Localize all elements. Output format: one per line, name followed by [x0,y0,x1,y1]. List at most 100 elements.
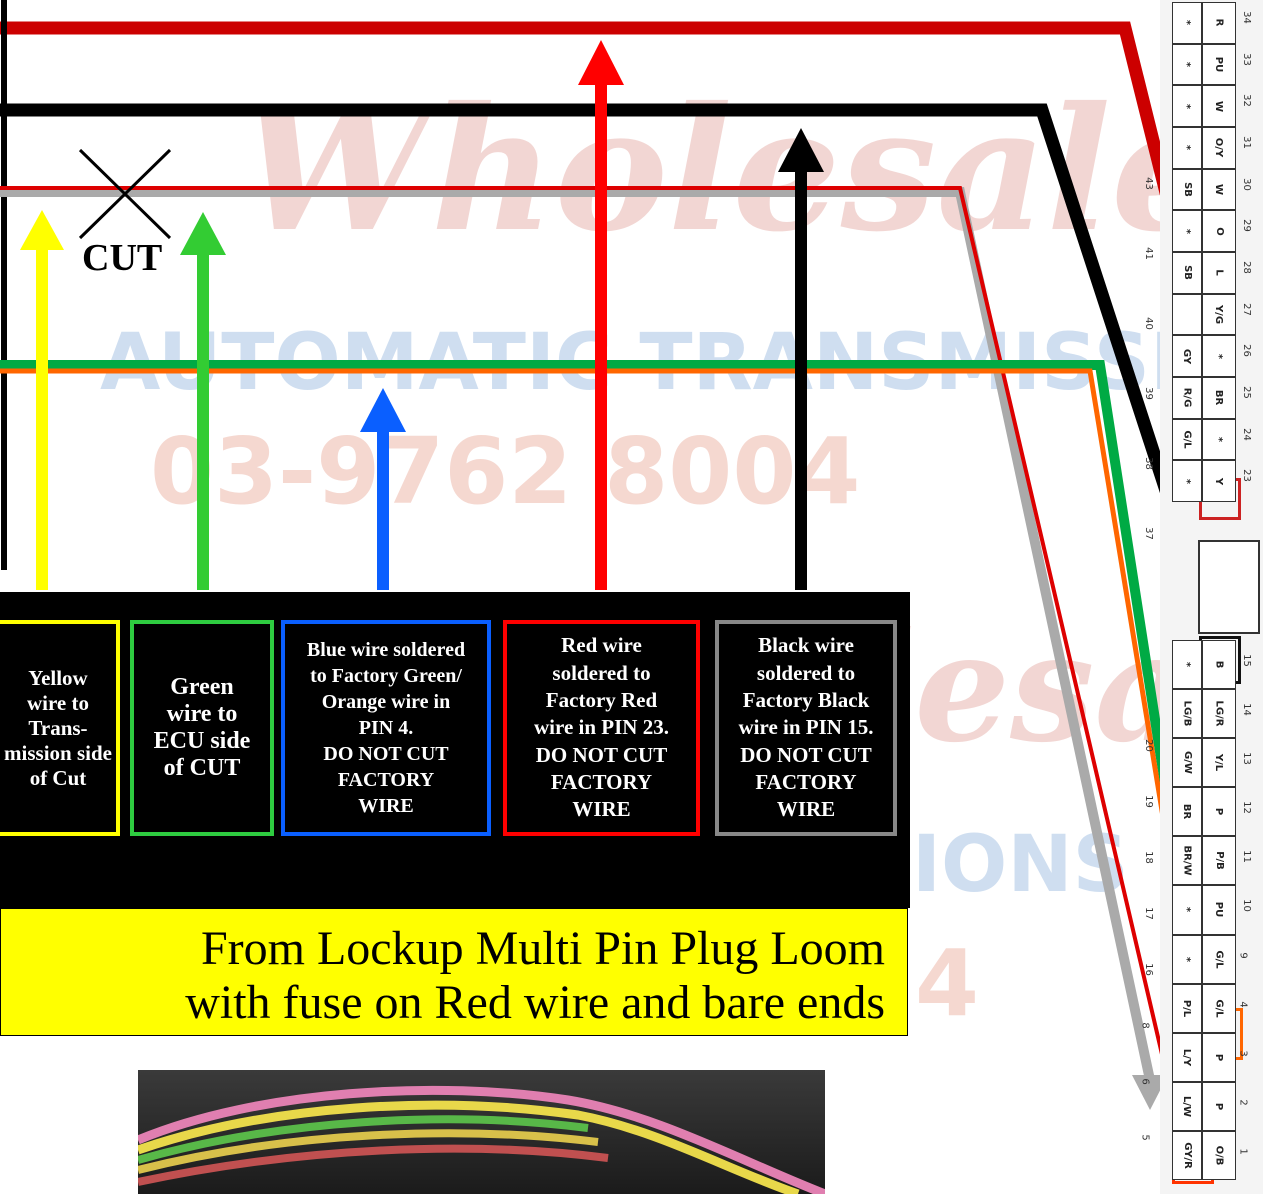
pin-inner-top-8-label: GY [1181,348,1193,364]
pin-14-wire: LG/R [1202,689,1236,739]
pin-number-11: 11 [1240,850,1252,864]
pin-inner-bottom-10: GY/R [1172,1130,1202,1180]
green-wire-box: Green wire to ECU side of CUT [130,620,274,836]
pin-number-3: 3 [1237,1050,1249,1057]
pin-inner-bottom-7-label: P/L [1181,999,1193,1017]
pin-inner-bottom-6-label: * [1181,956,1193,962]
pin-inner-top-0-label: * [1181,20,1193,26]
black-arrow-head [778,128,824,172]
pin-1-wire-label: O/B [1213,1145,1225,1166]
pin-inner-bottom-5: * [1172,885,1202,935]
pin-25-wire: BR [1202,377,1236,419]
pin-9-wire-label: G/L [1213,949,1225,969]
pin-10-wire: PU [1202,885,1236,935]
blue-wire-box: Blue wire soldered to Factory Green/ Ora… [281,620,491,836]
grey-wire-arrowhead [1132,1075,1168,1110]
pin-inner-number-39: 39 [1142,387,1154,400]
pin-15-wire: B [1202,640,1236,690]
pin-inner-top-11: * [1172,460,1202,502]
pin-30-wire: W [1202,168,1236,211]
pin-inner-top-6-label: SB [1181,265,1193,281]
pin-inner-top-10-label: G/L [1181,430,1193,449]
pin-inner-number-b-18: 18 [1142,851,1154,864]
pin-1-wire: O/B [1202,1130,1236,1180]
red-wire-box: Red wire soldered to Factory Red wire in… [503,620,700,836]
green-wire-box-text: Green wire to ECU side of CUT [153,674,251,781]
pin-number-28: 28 [1240,261,1252,274]
pin-inner-top-3-label: * [1181,145,1193,151]
pin-33-wire-label: PU [1213,56,1225,73]
pin-inner-bottom-3-label: BR [1181,804,1193,820]
pin-28-wire: L [1202,252,1236,294]
pin-inner-number-43: 43 [1142,177,1154,190]
pin-number-30: 30 [1240,177,1252,191]
pin-inner-top-10: G/L [1172,418,1202,461]
ecu-connector-plug-tab [1198,540,1260,634]
pin-inner-top-11-label: * [1181,478,1193,484]
watermark-phone: 03-9762 8004 [150,418,861,525]
pin-26-wire-label: * [1213,353,1225,359]
yellow-wire-box: Yellow wire to Trans- mission side of Cu… [0,620,120,836]
loom-banner-line-2: with fuse on Red wire and bare ends [185,976,885,1029]
pin-inner-top-9-label: R/G [1181,388,1193,408]
cut-cross-line-b [78,148,172,240]
pin-34-wire: R [1202,2,1236,44]
pin-inner-top-6: SB [1172,252,1202,294]
pin-inner-bottom-5-label: * [1181,907,1193,913]
pin-inner-number-b-19: 19 [1142,795,1154,808]
pin-2-wire: P [1202,1081,1236,1131]
pin-10-wire-label: PU [1213,902,1225,918]
pin-9-wire: G/L [1202,934,1236,984]
pin-number-24: 24 [1240,427,1252,441]
pin-inner-top-0: * [1172,2,1202,44]
pin-15-wire-label: B [1213,660,1225,669]
loom-photo-wires [138,1085,825,1194]
black-wire [0,103,1207,598]
pin-26-wire: * [1202,335,1236,377]
pin-inner-number-b-8: 8 [1139,1022,1151,1029]
pin-24-wire: * [1202,418,1236,461]
pin-28-wire-label: L [1213,269,1225,277]
pin-number-4: 4 [1237,1000,1249,1008]
pin-inner-top-5: * [1172,210,1202,252]
pin-inner-top-1: * [1172,43,1202,86]
red-wire-box-text: Red wire soldered to Factory Red wire in… [534,633,669,822]
pin-inner-number-b-5: 5 [1139,1134,1151,1141]
pin-inner-top-5-label: * [1181,228,1193,234]
pin-24-wire-label: * [1213,436,1225,443]
pin-32-wire: W [1202,85,1236,127]
pin-inner-top-2: * [1172,85,1202,127]
pin-25-wire-label: BR [1213,390,1225,406]
blue-arrow-head [360,388,406,432]
pin-inner-top-7 [1172,293,1202,336]
pin-27-wire-label: Y/G [1213,304,1225,325]
pin-inner-top-4-label: SB [1181,182,1193,197]
pin-14-wire-label: LG/R [1213,700,1225,727]
pin-11-wire: P/B [1202,836,1236,886]
pin-number-13: 13 [1240,752,1252,766]
pin-inner-bottom-2: G/W [1172,738,1202,788]
pin-12-wire-label: P [1213,808,1225,816]
pin-number-27: 27 [1240,302,1252,316]
pin-inner-bottom-4: BR/W [1172,836,1202,886]
pin-11-wire-label: P/B [1213,851,1225,871]
loom-banner: From Lockup Multi Pin Plug Loom with fus… [0,908,908,1036]
pin-number-34: 34 [1240,11,1252,24]
pin-number-12: 12 [1240,801,1252,815]
pin-inner-number-38: 38 [1142,457,1154,470]
pin-29-wire-label: O [1213,226,1225,236]
red-thin-wire [0,186,1170,1081]
pin-inner-number-37: 37 [1142,527,1154,540]
pin-inner-bottom-8: L/Y [1172,1032,1202,1082]
pin-inner-bottom-1-label: LG/B [1181,700,1193,727]
orange-wire [0,368,1187,946]
pin-4-wire-label: G/L [1213,999,1225,1018]
pin-inner-bottom-10-label: GY/R [1181,1142,1193,1169]
pin-inner-bottom-1: LG/B [1172,689,1202,739]
pin-number-1: 1 [1237,1148,1249,1155]
cut-label: CUT [82,237,163,279]
pin-number-10: 10 [1240,899,1252,913]
pin-number-31: 31 [1240,136,1252,149]
pin-23-wire: Y [1202,460,1236,502]
